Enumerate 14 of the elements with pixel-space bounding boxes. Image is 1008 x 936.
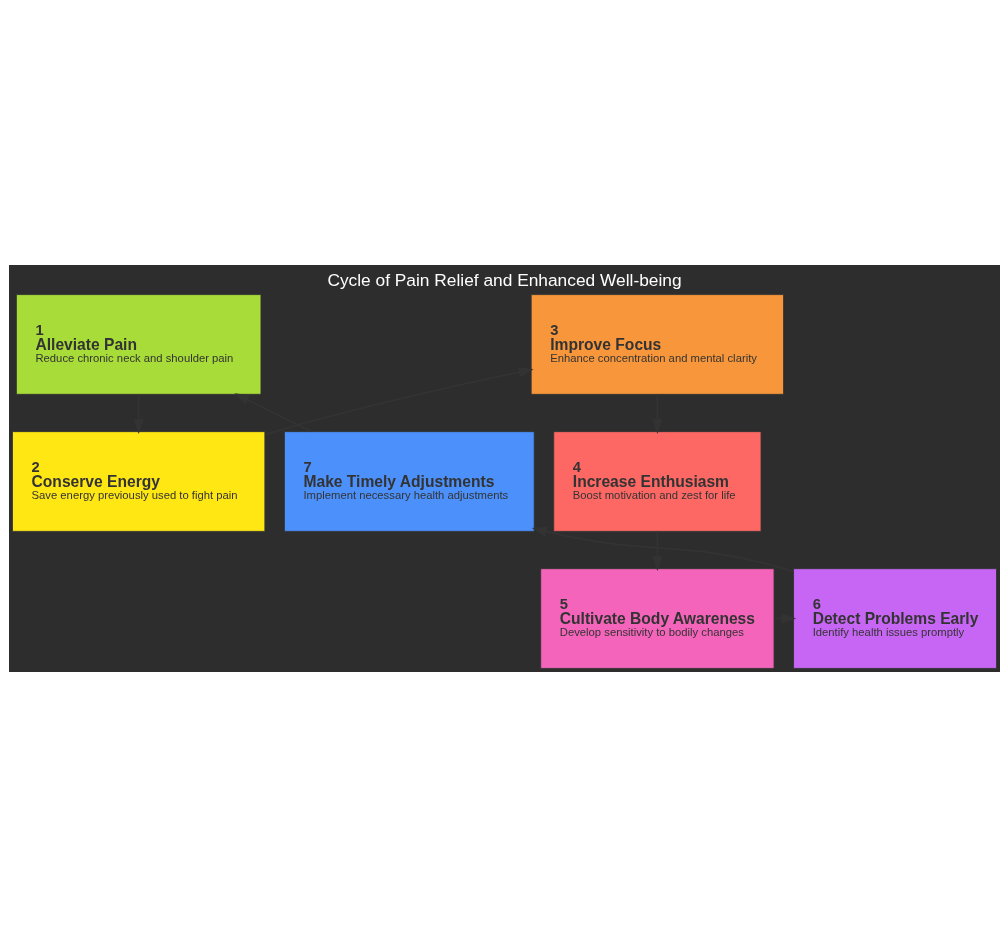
diagram-title: Cycle of Pain Relief and Enhanced Well-being [326,269,682,290]
arrow [133,393,144,434]
arrow [651,530,663,571]
arrow [531,526,794,572]
node-box: 4 Increase Enthusiasm Boost motivation and zest for life [552,430,761,532]
node-box: 1 Alleviate Pain Reduce chronic neck and shoulder pain [15,293,261,395]
arrow [651,393,663,434]
node-box: 5 Cultivate Body Awareness Develop sensitivity to bodily changes [539,567,774,669]
node-box: 7 Make Timely Adjustments Implement necessary health adjustments [283,430,535,532]
arrow [233,392,312,432]
node-box: 6 Detect Problems Early Identify health issues promptly [792,567,997,669]
arrow [263,366,534,435]
node-box: 2 Conserve Energy Save energy previously used to fight pain [11,430,265,532]
node-box: 3 Improve Focus Enhance concentration and mental clarity [530,293,784,395]
